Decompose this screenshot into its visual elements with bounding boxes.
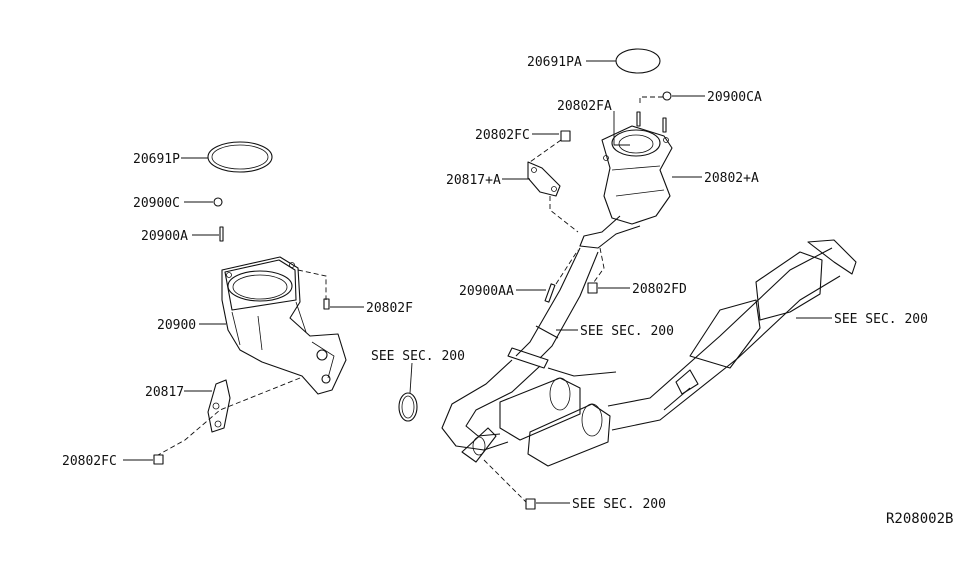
label-see-sec-right: SEE SEC. 200 <box>834 312 928 327</box>
dash-20900aa <box>555 249 579 285</box>
bolt-20802fd <box>587 282 598 294</box>
dash-see-sec-bottom <box>483 459 527 503</box>
bolt-see-sec-bottom <box>525 498 536 510</box>
gasket-20691pa <box>615 48 661 74</box>
label-20900ca: 20900CA <box>707 90 762 105</box>
dash-20802fd <box>593 247 605 283</box>
label-20691pa: 20691PA <box>527 55 582 70</box>
pipe-section-center <box>535 325 559 339</box>
gasket-20691p <box>207 141 273 173</box>
label-see-sec-center: SEE SEC. 200 <box>580 324 674 339</box>
dash-20817 <box>157 377 301 456</box>
leader-20802fa <box>613 111 630 146</box>
label-see-sec-bottom: SEE SEC. 200 <box>572 497 666 512</box>
label-20900aa: 20900AA <box>459 284 514 299</box>
exhaust-pipe-assembly <box>441 239 857 467</box>
label-20817a: 20817+A <box>446 173 501 188</box>
bracket-20817a <box>527 161 561 197</box>
bolt-20802fc-right <box>560 130 571 142</box>
label-20802fd: 20802FD <box>632 282 687 297</box>
label-20802fc-left: 20802FC <box>62 454 117 469</box>
label-20900a: 20900A <box>141 229 188 244</box>
catalytic-converter-20900 <box>221 256 347 395</box>
bracket-20817 <box>207 379 231 433</box>
dash-20817a <box>549 196 579 233</box>
label-20817: 20817 <box>145 385 184 400</box>
nut-20900c <box>213 197 223 207</box>
label-20691p: 20691P <box>133 152 180 167</box>
stud-20900aa <box>544 283 556 303</box>
dash-20802f <box>297 269 327 300</box>
dash-20802fc-right <box>529 139 562 163</box>
label-20900c: 20900C <box>133 196 180 211</box>
label-20802f: 20802F <box>366 301 413 316</box>
bolt-20802fc-left <box>153 454 164 465</box>
bolt-20802f <box>323 298 330 310</box>
reference-code: R208002B <box>886 511 953 527</box>
label-20802fc-right: 20802FC <box>475 128 530 143</box>
leader-see-sec-mid <box>409 362 413 394</box>
label-20900: 20900 <box>157 318 196 333</box>
stud-20900a <box>219 226 224 242</box>
dash-20900ca <box>639 96 663 104</box>
nut-20900ca <box>662 91 672 101</box>
studs-20802fa <box>636 111 667 133</box>
gasket-see-sec-mid <box>398 392 418 422</box>
catalytic-converter-20802a <box>579 125 673 249</box>
label-see-sec-mid: SEE SEC. 200 <box>371 349 465 364</box>
label-20802a: 20802+A <box>704 171 759 186</box>
label-20802fa: 20802FA <box>557 99 612 114</box>
